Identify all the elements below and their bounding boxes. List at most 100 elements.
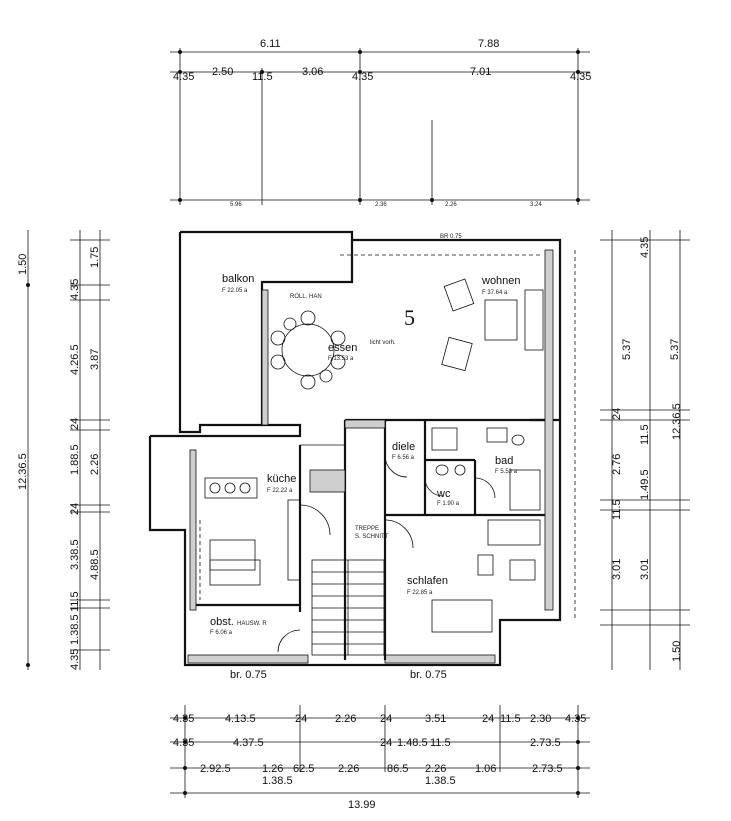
right-dimension-lines <box>600 230 690 670</box>
note-kamin: licht vorh. <box>370 340 396 346</box>
room-schlafen-name: schlafen <box>407 575 448 587</box>
bottom-r3-2-73: 2.73.5 <box>532 763 563 775</box>
left-dim-4-88: 4.88.5 <box>89 549 101 580</box>
bottom-r2-4-35: 4.35 <box>173 737 194 749</box>
left-dim-3-38: 3.38.5 <box>69 539 81 570</box>
stair-label: TREPPE <box>355 526 379 532</box>
bottom-r2-1-48: 1.48.5 <box>397 737 428 749</box>
right-dim-3-01a: 3.01 <box>611 559 623 580</box>
bottom-r2-4-37: 4.37.5 <box>233 737 264 749</box>
dining-table <box>270 310 346 390</box>
stair-note: S. SCHNITT <box>355 534 389 540</box>
left-dim-1-75: 1.75 <box>89 247 101 268</box>
left-dim-1-88: 1.88.5 <box>69 444 81 475</box>
room-bad-area: F 5.53 a <box>495 469 518 475</box>
bottom-r3-86-5: 86.5 <box>387 763 408 775</box>
bottom-r1-2-26: 2.26 <box>335 713 356 725</box>
left-dim-1-50: 1.50 <box>17 254 29 275</box>
room-wc-area: F 1.90 a <box>437 501 460 507</box>
bottom-r3b-1-38a: 1.38.5 <box>262 775 293 787</box>
room-wohnen-area: F 37.64 a <box>482 290 508 296</box>
room-wohnen-name: wohnen <box>481 275 521 287</box>
bottom-r1-24b: 24 <box>380 713 392 725</box>
room-bad-name: bad <box>495 455 513 467</box>
right-dim-1-50: 1.50 <box>671 641 683 662</box>
left-dimension-lines <box>26 230 110 670</box>
bed <box>431 554 536 633</box>
top-dim-3-06: 3.06 <box>302 66 323 78</box>
bottom-r3-2-26b: 2.26 <box>425 763 446 775</box>
roof-dashed-lines <box>199 250 576 620</box>
top-dim-2-36: 2.36 <box>375 202 387 208</box>
bottom-r1-11-5: 11.5 <box>500 713 521 725</box>
room-diele-area: F 6.56 a <box>392 455 415 461</box>
closet <box>487 519 541 546</box>
top-dim-2-26: 2.26 <box>445 202 457 208</box>
bottom-r1-24a: 24 <box>295 713 307 725</box>
kitchen-furniture <box>204 477 301 586</box>
bottom-r3-1-06: 1.06 <box>475 763 496 775</box>
right-dim-5-37-outer: 5.37 <box>669 339 681 360</box>
top-dim-7-01: 7.01 <box>470 66 491 78</box>
right-dim-3-01b: 3.01 <box>639 559 651 580</box>
bottom-r2-2-73: 2.73.5 <box>530 737 561 749</box>
bottom-r1-3-51: 3.51 <box>425 713 446 725</box>
interior-walls <box>196 418 545 660</box>
top-dim-4-35a: 4.35 <box>173 71 194 83</box>
room-essen-area: F 13.53 a <box>328 356 354 362</box>
left-dim-4-26: 4.26.5 <box>69 344 81 375</box>
right-dim-24: 24 <box>611 408 623 420</box>
note-br-right: br. 0.75 <box>410 669 447 681</box>
note-br-top: BR 0.75 <box>440 234 462 240</box>
top-dim-3-24: 3.24 <box>530 202 542 208</box>
bottom-r1-4-35b: 4.35 <box>565 713 586 725</box>
bottom-dimension-lines <box>170 705 590 798</box>
exterior-walls <box>148 230 562 667</box>
room-kueche-name: küche <box>267 473 296 485</box>
left-dim-2-26: 2.26 <box>89 454 101 475</box>
right-dim-4-35: 4.35 <box>639 237 651 258</box>
bathroom-fixtures <box>431 427 541 511</box>
room-diele-name: diele <box>392 441 415 453</box>
left-dim-4-35b: 4.35 <box>69 649 81 670</box>
apartment-number: 5 <box>404 305 415 330</box>
right-dim-2-76: 2.76 <box>611 454 623 475</box>
stair <box>311 559 385 656</box>
note-roll: ROLL. HAN <box>290 294 322 300</box>
room-obst-note: HAUSW. R <box>237 621 267 627</box>
left-dim-11-5: 11.5 <box>69 591 81 612</box>
left-dim-24b: 24 <box>69 503 81 515</box>
top-dim-6-11: 6.11 <box>260 38 281 50</box>
right-dim-11-5a: 11.5 <box>639 424 651 445</box>
top-dim-5-96: 5.96 <box>230 202 242 208</box>
bottom-total-13-99: 13.99 <box>348 799 376 811</box>
room-balkon-area: F 22.05 a <box>222 288 248 294</box>
bottom-r3-2-26a: 2.26 <box>338 763 359 775</box>
right-dim-1-49: 1.49.5 <box>639 469 651 500</box>
left-dim-12-36: 12.36.5 <box>17 453 29 490</box>
bottom-r1-2-30: 2.30 <box>530 713 551 725</box>
living-furniture <box>441 278 544 372</box>
bottom-r1-4-35a: 4.35 <box>173 713 194 725</box>
top-dim-11-5: 11.5 <box>252 71 273 83</box>
bottom-r1-4-13: 4.13.5 <box>225 713 256 725</box>
door-swings <box>277 454 496 653</box>
left-dim-4-35: 4.35 <box>69 279 81 300</box>
room-essen-name: essen <box>328 342 357 354</box>
note-br-left: br. 0.75 <box>230 669 267 681</box>
top-dim-2-50: 2.50 <box>212 66 233 78</box>
right-dim-12-36: 12.36.5 <box>671 403 683 440</box>
bottom-r3-1-26: 1.26 <box>262 763 283 775</box>
room-schlafen-area: F 22.85 a <box>407 590 433 596</box>
right-dim-5-37: 5.37 <box>621 339 633 360</box>
left-dim-3-87: 3.87 <box>89 349 101 370</box>
room-obst-name: obst. <box>210 616 234 628</box>
bottom-r3-62-5: 62.5 <box>293 763 314 775</box>
room-balkon-name: balkon <box>222 273 254 285</box>
left-dim-1-38: 1.38.5 <box>69 614 81 645</box>
bottom-r2-11-5: 11.5 <box>430 737 451 749</box>
top-dimension-lines <box>170 48 590 205</box>
top-dim-4-35c: 4.35 <box>570 71 591 83</box>
bottom-r3b-1-38b: 1.38.5 <box>425 775 456 787</box>
top-dim-7-88: 7.88 <box>478 38 499 50</box>
